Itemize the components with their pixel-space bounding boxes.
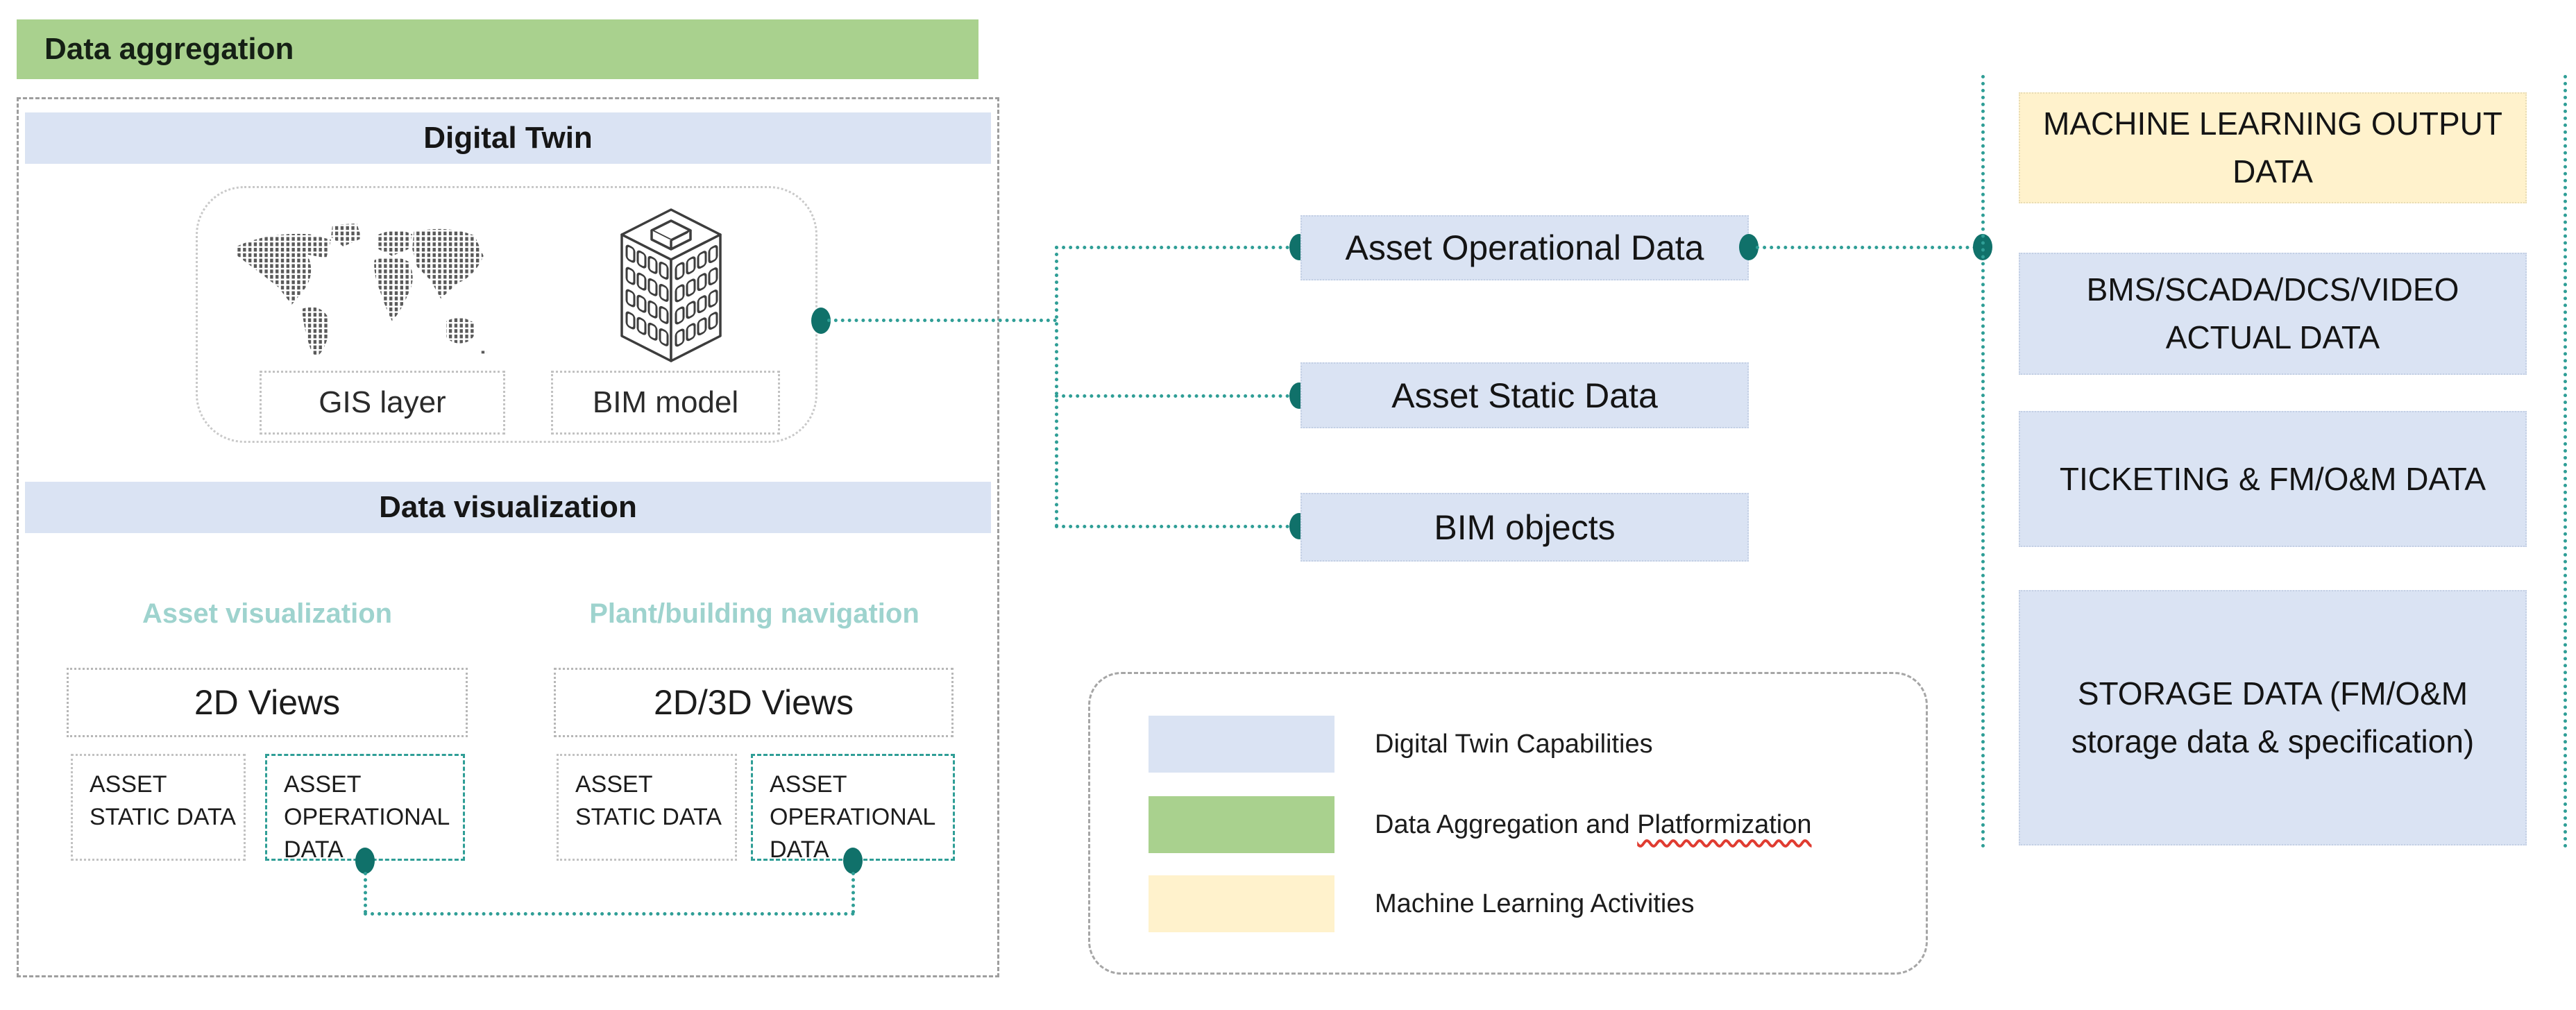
digital-twin-section-header: Digital Twin [25, 112, 991, 164]
connector-line [1055, 246, 1058, 528]
legend-swatch-machine-learning [1149, 875, 1334, 932]
legend: Digital Twin Capabilities Data Aggregati… [1088, 672, 1928, 975]
data-visualization-section-header: Data visualization [25, 482, 991, 533]
connector-line [364, 912, 855, 916]
machine-learning-output-data-label: MACHINE LEARNING OUTPUT DATA [2043, 106, 2502, 190]
asset-operational-data-box-left: ASSET OPERATIONAL DATA [265, 754, 465, 863]
bim-model-label: BIM model [592, 385, 739, 419]
ticketing-fm-om-label: TICKETING & FM/O&M DATA [2059, 460, 2486, 497]
legend-swatch-digital-twin [1149, 716, 1334, 773]
connector-dot [1739, 234, 1759, 260]
bms-scada-dcs-video-box: BMS/SCADA/DCS/VIDEO ACTUAL DATA [2019, 253, 2527, 375]
data-visualization-section-label: Data visualization [379, 490, 637, 524]
asset-operational-data-node: Asset Operational Data [1300, 215, 1749, 280]
connector-dot [355, 848, 375, 874]
2d-3d-views-box: 2D/3D Views [554, 668, 954, 737]
data-aggregation-header-label: Data aggregation [44, 32, 294, 66]
asset-operational-data-node-label: Asset Operational Data [1345, 228, 1704, 267]
legend-swatch-data-aggregation [1149, 796, 1334, 853]
digital-twin-section-label: Digital Twin [423, 121, 593, 155]
data-aggregation-header: Data aggregation [17, 19, 978, 79]
machine-learning-output-data-box: MACHINE LEARNING OUTPUT DATA [2019, 92, 2527, 203]
connector-dot [843, 848, 863, 874]
asset-operational-data-box-right: ASSET OPERATIONAL DATA [751, 754, 955, 863]
connector-line [1055, 525, 1296, 528]
bim-objects-node: BIM objects [1300, 493, 1749, 562]
gis-world-map-icon [229, 221, 493, 363]
bim-objects-node-label: BIM objects [1434, 507, 1616, 547]
bms-scada-dcs-video-label: BMS/SCADA/DCS/VIDEO ACTUAL DATA [2086, 271, 2459, 355]
2d-views-label: 2D Views [194, 683, 341, 722]
legend-label-data-aggregation: Data Aggregation and Platformization [1375, 796, 1812, 853]
storage-data-box: STORAGE DATA (FM/O&M storage data & spec… [2019, 590, 2527, 845]
connector-line [827, 319, 1057, 322]
storage-data-label: STORAGE DATA (FM/O&M storage data & spec… [2071, 675, 2475, 759]
bim-building-icon [598, 200, 744, 373]
connector-line [1055, 246, 1296, 249]
legend-label-machine-learning: Machine Learning Activities [1375, 889, 1695, 918]
gis-layer-label: GIS layer [319, 385, 446, 419]
connector-line [2564, 75, 2567, 848]
asset-static-data-node-label: Asset Static Data [1391, 376, 1658, 415]
connector-line [1981, 75, 1985, 848]
legend-label-digital-twin: Digital Twin Capabilities [1375, 729, 1653, 759]
legend-label-data-aggregation-prefix: Data Aggregation and [1375, 809, 1638, 839]
legend-label-platformization-word: Platformization [1637, 809, 1812, 839]
plant-building-navigation-title: Plant/building navigation [589, 598, 920, 629]
bim-model-box: BIM model [551, 371, 780, 435]
asset-visualization-title: Asset visualization [142, 598, 393, 629]
connector-line [364, 872, 367, 914]
connector-line [851, 872, 855, 914]
connector-line [1756, 246, 1983, 249]
gis-layer-box: GIS layer [260, 371, 505, 435]
connector-line [1055, 394, 1296, 398]
asset-static-data-box-left: ASSET STATIC DATA [71, 754, 246, 861]
ticketing-fm-om-box: TICKETING & FM/O&M DATA [2019, 411, 2527, 547]
asset-static-data-box-right: ASSET STATIC DATA [557, 754, 737, 861]
asset-static-data-node: Asset Static Data [1300, 362, 1749, 428]
2d-views-box: 2D Views [67, 668, 468, 737]
2d-3d-views-label: 2D/3D Views [653, 683, 854, 722]
